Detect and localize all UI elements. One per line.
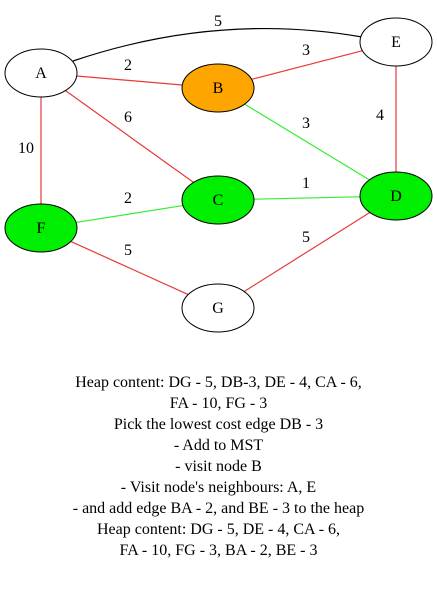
edge-weight-AE: 5 — [214, 13, 222, 30]
edge-weight-AF: 10 — [18, 140, 34, 157]
caption-line: Heap content: DG - 5, DB-3, DE - 4, CA -… — [75, 374, 362, 391]
caption-line: FA - 10, FG - 3 — [169, 395, 268, 412]
caption: Heap content: DG - 5, DB-3, DE - 4, CA -… — [0, 372, 437, 561]
caption-line: - visit node B — [175, 458, 262, 475]
edge-weight-AB: 2 — [124, 57, 132, 74]
node-shape-B — [181, 63, 255, 113]
edge-weight-GD: 5 — [302, 229, 310, 246]
node-label-E: E — [391, 34, 401, 51]
edge-AB — [76, 75, 183, 86]
edge-FG — [70, 240, 189, 296]
node-label-G: G — [212, 300, 224, 317]
edges-layer — [40, 27, 397, 296]
node-E: E — [359, 17, 433, 67]
edge-AE — [72, 27, 363, 62]
node-shape-F — [4, 203, 78, 253]
nodes-layer: A B E C D F G — [4, 17, 433, 333]
caption-line: Pick the lowest cost edge DB - 3 — [113, 416, 324, 433]
node-G: G — [181, 283, 255, 333]
edge-weight-ED: 4 — [376, 107, 384, 124]
node-B: B — [181, 63, 255, 113]
node-shape-E — [359, 17, 433, 67]
caption-line: Heap content: DG - 5, DE - 4, CA - 6, — [96, 521, 341, 538]
node-D: D — [359, 171, 433, 221]
edge-labels-layer: 5 2 3 6 10 3 4 1 2 5 5 — [18, 13, 384, 259]
node-shape-C — [181, 175, 255, 225]
node-shape-D — [359, 171, 433, 221]
edge-AC — [65, 90, 194, 183]
edge-weight-CD: 1 — [302, 175, 310, 192]
node-label-F: F — [37, 220, 46, 237]
edge-CD — [253, 196, 361, 200]
edge-weight-BE: 3 — [302, 42, 310, 59]
caption-line: - Add to MST — [173, 437, 264, 454]
edge-weight-FC: 2 — [124, 190, 132, 207]
caption-line: - and add edge BA - 2, and BE - 3 to the… — [72, 500, 365, 517]
node-label-C: C — [213, 192, 224, 209]
node-A: A — [4, 48, 78, 98]
edge-FC — [75, 204, 184, 224]
edge-weight-FG: 5 — [124, 242, 132, 259]
graph-diagram: 5 2 3 6 10 3 4 1 2 5 5 A B E C D F G — [4, 13, 433, 333]
caption-line: - Visit node's neighbours: A, E — [120, 479, 317, 496]
edge-weight-AC: 6 — [124, 109, 132, 126]
node-label-A: A — [35, 65, 47, 82]
node-shape-A — [4, 48, 78, 98]
node-F: F — [4, 203, 78, 253]
edge-BE — [251, 50, 363, 80]
node-label-D: D — [390, 188, 402, 205]
node-label-B: B — [213, 80, 224, 97]
caption-line: FA - 10, FG - 3, BA - 2, BE - 3 — [119, 542, 318, 559]
edge-BD — [244, 103, 370, 181]
node-shape-G — [181, 283, 255, 333]
node-C: C — [181, 175, 255, 225]
edge-GD — [243, 211, 371, 293]
edge-weight-BD: 3 — [302, 115, 310, 132]
